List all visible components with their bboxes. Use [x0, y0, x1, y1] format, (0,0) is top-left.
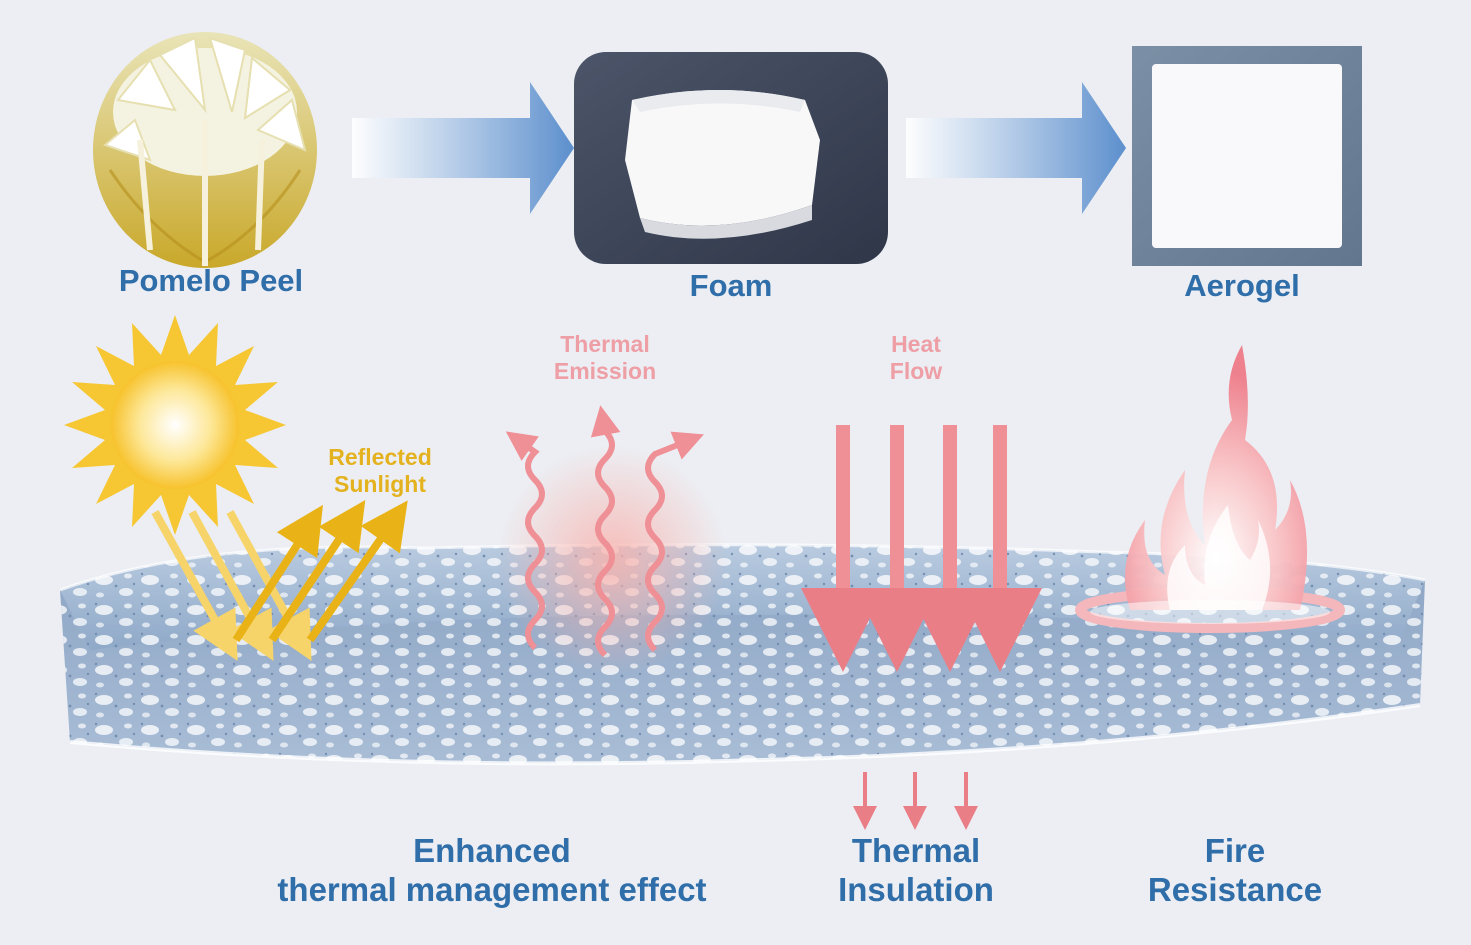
- heat-flow-arrows: [801, 425, 1042, 672]
- heat-flow-label: Heat Flow: [889, 331, 943, 385]
- fire-icon: [1075, 345, 1345, 633]
- pomelo-peel-image: [93, 32, 317, 268]
- reflected-sunlight-label: Reflected Sunlight: [328, 444, 432, 498]
- stage-label-aerogel: Aerogel: [1184, 268, 1300, 303]
- aerogel-image: [1132, 46, 1362, 266]
- thermal-management-label: Enhanced thermal management effect: [277, 832, 707, 908]
- process-arrow-2: [906, 82, 1126, 214]
- aerogel-slab: [59, 543, 1426, 766]
- foam-image: [574, 52, 888, 264]
- stage-label-foam: Foam: [689, 268, 773, 303]
- process-arrow-1: [352, 82, 574, 214]
- fire-resistance-label: Fire Resistance: [1147, 832, 1323, 908]
- reflected-sunlight-rays: [232, 500, 408, 643]
- stage-label-pomelo-peel: Pomelo Peel: [118, 263, 304, 298]
- thermal-insulation-label: Thermal Insulation: [838, 832, 994, 908]
- thermal-emission-waves: [497, 405, 727, 675]
- thermal-emission-label: Thermal Emission: [553, 331, 657, 385]
- transmitted-heat-arrows: [853, 772, 978, 830]
- sun-icon: [64, 315, 286, 535]
